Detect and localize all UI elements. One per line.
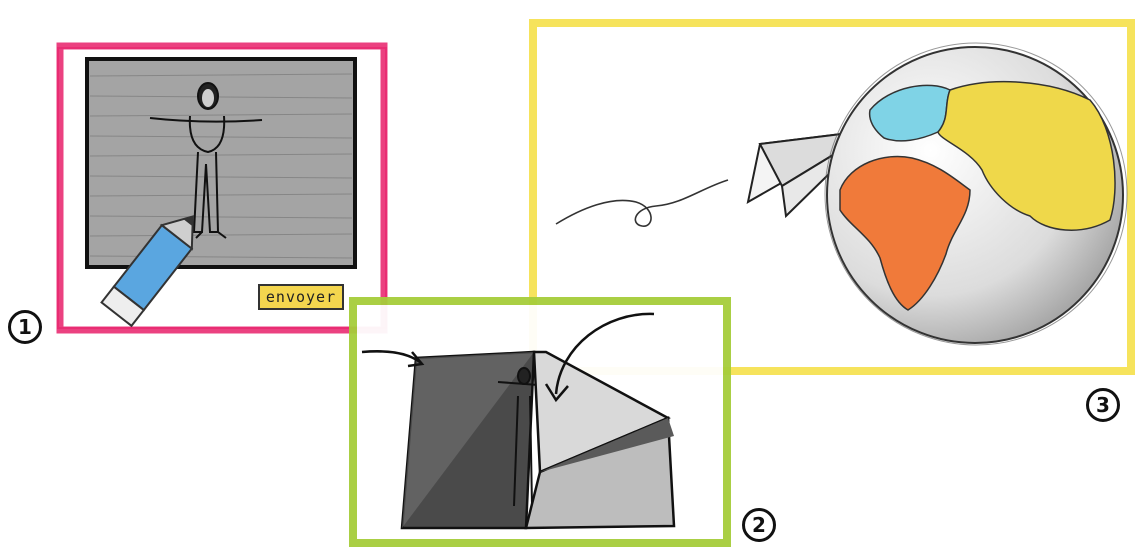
step-number-2: 2	[742, 508, 776, 542]
folding-sheet	[356, 306, 724, 540]
globe-icon	[820, 40, 1130, 350]
step-number-3: 3	[1086, 388, 1120, 422]
panel-drawing-screen: envoyer	[56, 42, 388, 334]
flight-trail	[552, 168, 732, 238]
send-button[interactable]: envoyer	[258, 284, 344, 310]
step-number-1: 1	[8, 310, 42, 344]
pencil-icon	[96, 210, 206, 330]
panel-folding	[348, 296, 732, 548]
